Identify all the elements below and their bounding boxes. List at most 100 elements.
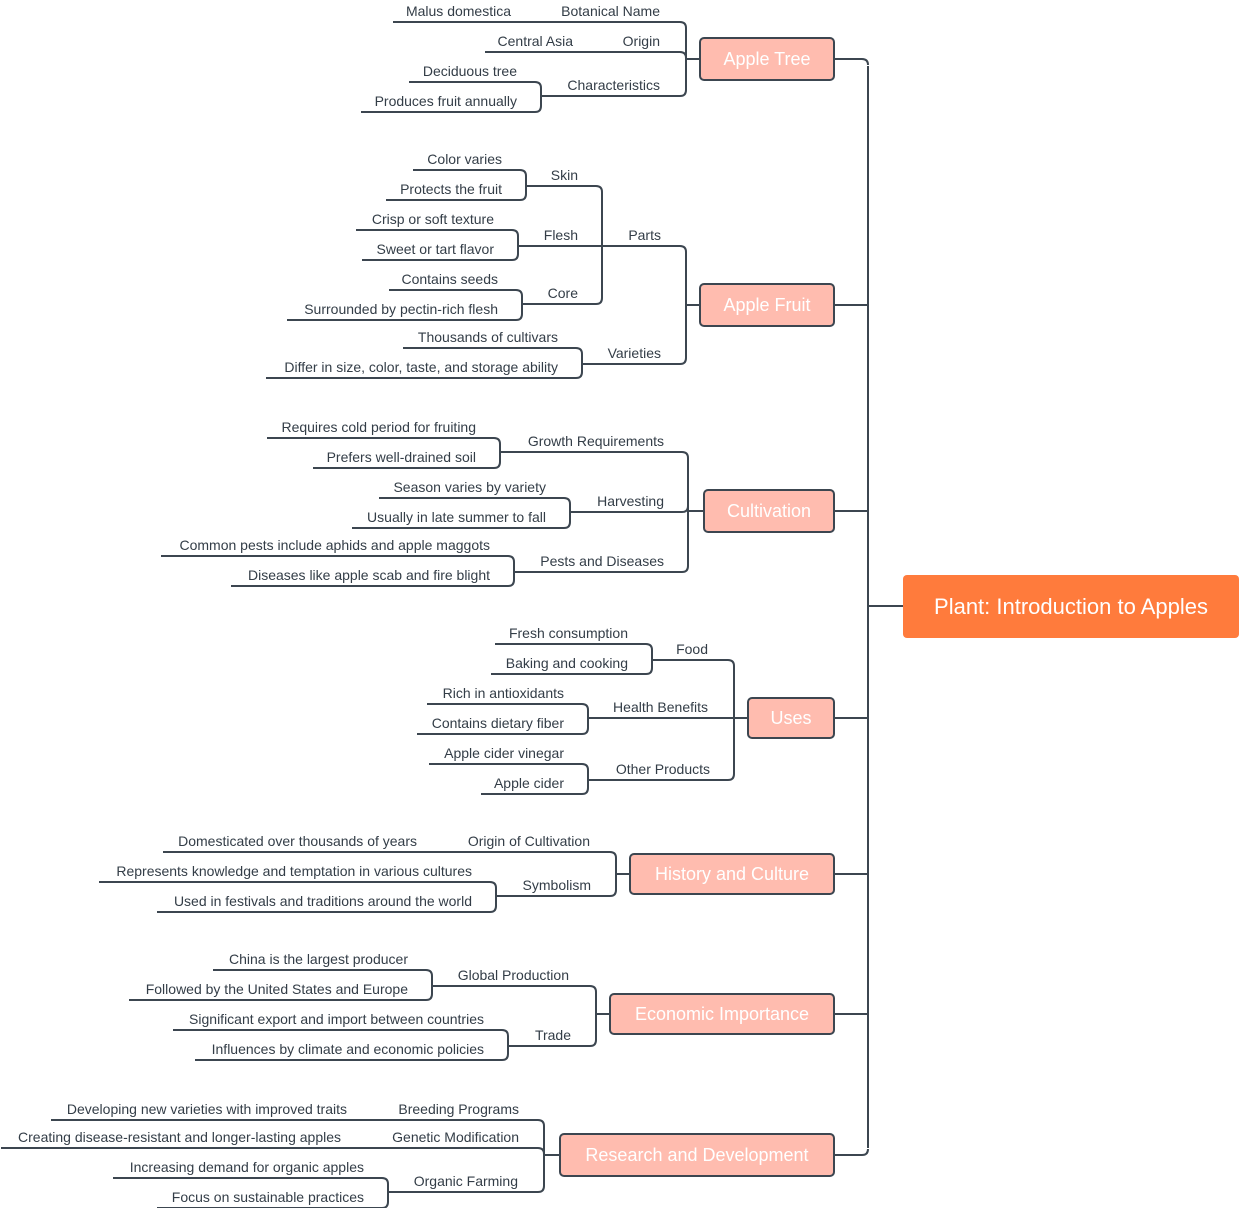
connector-line — [519, 186, 527, 201]
subtopic-node[interactable]: Symbolism — [523, 877, 591, 893]
subtopic-node[interactable]: Organic Farming — [414, 1173, 518, 1189]
subtopic-node[interactable]: Other Products — [616, 761, 710, 777]
subtopic-node[interactable]: Global Production — [458, 967, 569, 983]
branch-node-economic-importance[interactable]: Economic Importance — [609, 993, 835, 1035]
root-node-label: Plant: Introduction to Apples — [934, 594, 1208, 619]
leaf-node[interactable]: Represents knowledge and temptation in v… — [116, 863, 472, 879]
leaf-node[interactable]: Malus domestica — [406, 3, 511, 19]
subtopic-node[interactable]: Origin — [623, 33, 660, 49]
branch-node-apple-tree[interactable]: Apple Tree — [699, 37, 835, 81]
leaf-node[interactable]: Requires cold period for fruiting — [281, 419, 476, 435]
leaf-node[interactable]: Rich in antioxidants — [443, 685, 564, 701]
subtopic-node[interactable]: Health Benefits — [613, 699, 708, 715]
leaf-node[interactable]: Fresh consumption — [509, 625, 628, 641]
branch-node-box[interactable] — [747, 697, 835, 739]
connector-line — [425, 969, 433, 986]
leaf-node[interactable]: Usually in late summer to fall — [367, 509, 546, 525]
branch-node-box[interactable] — [699, 283, 835, 327]
leaf-node[interactable]: Crisp or soft texture — [372, 211, 494, 227]
branch-node-label: Apple Tree — [723, 49, 810, 69]
leaf-node[interactable]: Creating disease-resistant and longer-la… — [18, 1129, 341, 1145]
connector-line — [681, 510, 704, 573]
branch-node-label: Apple Fruit — [723, 295, 810, 315]
connector-line — [493, 437, 501, 452]
mind-map-nodes: Apple Tree Botanical Name Malus domesticaO… — [18, 3, 835, 1205]
connector-line — [489, 881, 497, 896]
leaf-node[interactable]: Deciduous tree — [423, 63, 517, 79]
connector-line — [645, 643, 653, 660]
leaf-node[interactable]: Contains seeds — [401, 271, 498, 287]
connector-line — [493, 452, 501, 469]
leaf-node[interactable]: Color varies — [427, 151, 502, 167]
leaf-node[interactable]: Domesticated over thousands of years — [178, 833, 417, 849]
subtopic-node[interactable]: Origin of Cultivation — [468, 833, 590, 849]
connector-line — [609, 873, 630, 897]
leaf-node[interactable]: Produces fruit annually — [375, 93, 517, 109]
connector-line — [679, 58, 700, 97]
subtopic-node[interactable]: Skin — [551, 167, 578, 183]
leaf-node[interactable]: Followed by the United States and Europe — [146, 981, 408, 997]
subtopic-node[interactable]: Growth Requirements — [528, 433, 664, 449]
leaf-node[interactable]: Developing new varieties with improved t… — [67, 1101, 347, 1117]
connector-line — [534, 95, 542, 113]
subtopic-node[interactable]: Parts — [628, 227, 661, 243]
connector-line — [589, 1013, 610, 1047]
subtopic-node[interactable]: Botanical Name — [561, 3, 660, 19]
subtopic-node[interactable]: Varieties — [608, 345, 661, 361]
leaf-node[interactable]: Used in festivals and traditions around … — [174, 893, 472, 909]
connector-line — [595, 245, 604, 305]
connector-line — [563, 512, 571, 529]
leaf-node[interactable]: Prefers well-drained soil — [327, 449, 476, 465]
branch-node-history-and-culture[interactable]: History and Culture — [629, 853, 835, 895]
leaf-node[interactable]: Increasing demand for organic apples — [130, 1159, 364, 1175]
connector-line — [581, 703, 589, 718]
leaf-node[interactable]: Apple cider vinegar — [444, 745, 564, 761]
connector-line — [519, 169, 527, 186]
subtopic-node[interactable]: Food — [676, 641, 708, 657]
leaf-node[interactable]: Apple cider — [494, 775, 564, 791]
connector-line — [537, 1119, 560, 1156]
leaf-node[interactable]: Sweet or tart flavor — [377, 241, 495, 257]
branch-node-apple-fruit[interactable]: Apple Fruit — [699, 283, 835, 327]
connector-line — [609, 851, 630, 875]
subtopic-node[interactable]: Trade — [535, 1027, 571, 1043]
leaf-node[interactable]: Protects the fruit — [400, 181, 502, 197]
leaf-node[interactable]: Diseases like apple scab and fire blight — [248, 567, 490, 583]
root-node[interactable]: Plant: Introduction to Apples — [903, 575, 1239, 638]
leaf-node[interactable]: Differ in size, color, taste, and storag… — [284, 359, 558, 375]
subtopic-node[interactable]: Core — [548, 285, 579, 301]
leaf-node[interactable]: Common pests include aphids and apple ma… — [179, 537, 490, 553]
branch-node-box[interactable] — [629, 853, 835, 895]
leaf-node[interactable]: Focus on sustainable practices — [172, 1189, 364, 1205]
root-node-box[interactable] — [903, 575, 1239, 638]
connector-lines — [1, 21, 903, 1208]
leaf-node[interactable]: Baking and cooking — [506, 655, 628, 671]
subtopic-node[interactable]: Pests and Diseases — [540, 553, 664, 569]
branch-node-box[interactable] — [609, 993, 835, 1035]
branch-node-box[interactable] — [699, 37, 835, 81]
connector-line — [534, 81, 542, 97]
subtopic-node[interactable]: Harvesting — [597, 493, 664, 509]
connector-line — [589, 985, 610, 1015]
branch-node-research-and-development[interactable]: Research and Development — [559, 1133, 835, 1177]
subtopic-node[interactable]: Genetic Modification — [392, 1129, 519, 1145]
branch-node-label: Economic Importance — [635, 1004, 809, 1024]
subtopic-node[interactable]: Breeding Programs — [398, 1101, 519, 1117]
branch-node-box[interactable] — [703, 489, 835, 533]
leaf-node[interactable]: Thousands of cultivars — [418, 329, 558, 345]
leaf-node[interactable]: Contains dietary fiber — [432, 715, 565, 731]
leaf-node[interactable]: Significant export and import between co… — [189, 1011, 484, 1027]
leaf-node[interactable]: China is the largest producer — [229, 951, 408, 967]
subtopic-node[interactable]: Flesh — [544, 227, 578, 243]
subtopic-node[interactable]: Characteristics — [567, 77, 660, 93]
leaf-node[interactable]: Central Asia — [498, 33, 574, 49]
leaf-node[interactable]: Influences by climate and economic polic… — [212, 1041, 484, 1057]
branch-node-box[interactable] — [559, 1133, 835, 1177]
leaf-node[interactable]: Season varies by variety — [393, 479, 546, 495]
connector-line — [507, 555, 515, 572]
connector-line — [727, 659, 748, 719]
leaf-node[interactable]: Surrounded by pectin-rich flesh — [304, 301, 498, 317]
branch-node-cultivation[interactable]: Cultivation — [703, 489, 835, 533]
branch-node-uses[interactable]: Uses — [747, 697, 835, 739]
